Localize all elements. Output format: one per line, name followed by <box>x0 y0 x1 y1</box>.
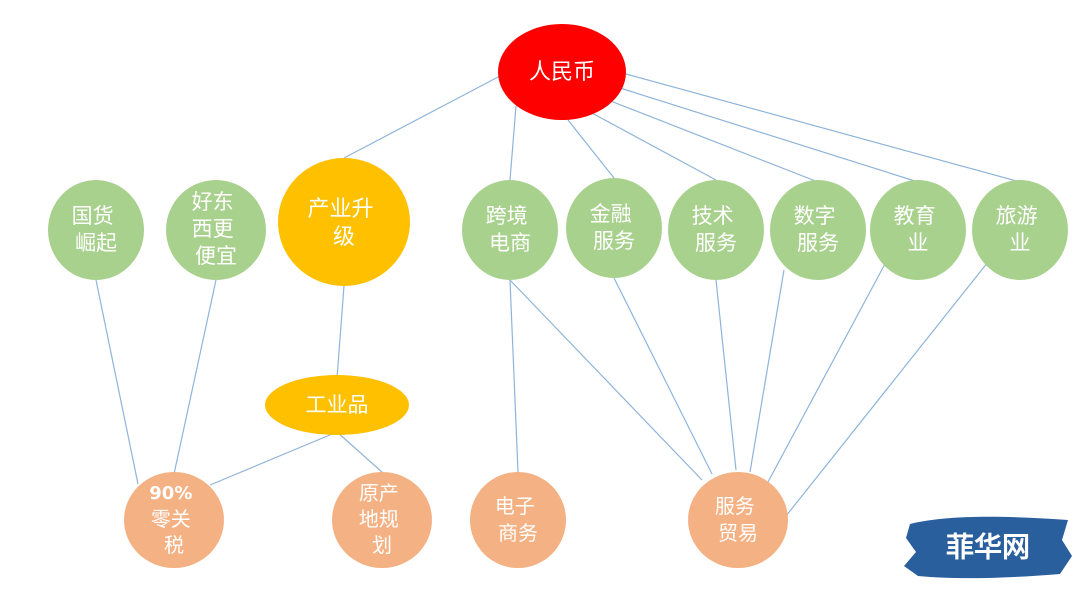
node-jinrong-fuwu-shape <box>566 178 662 278</box>
node-lvyou-ye-shape <box>972 180 1068 280</box>
node-renminbi-label: 人民币 <box>529 60 595 85</box>
node-guohuo-jueqi-label: 国货 崛起 <box>72 204 121 255</box>
node-guohuo-jueqi-shape <box>48 180 144 280</box>
node-shuzi-fuwu-shape <box>770 180 866 280</box>
node-renminbi-shape <box>498 24 626 120</box>
node-jinrong-fuwu-label: 金融 服务 <box>590 202 639 253</box>
edge-rmb-lvyou <box>625 73 1021 183</box>
site-watermark-logo: 菲华网 <box>904 516 1072 579</box>
edge-shuzi-fuwu <box>749 269 785 473</box>
node-kuajing-dianshang-label: 跨境 电商 <box>486 204 535 255</box>
node-gongyepin-label: 工业品 <box>306 393 369 417</box>
node-lingguanshui: 90% 零关 税 <box>124 472 224 568</box>
edge-rmb-jiaoyu <box>619 87 919 183</box>
edge-haodongxi-lingguanshui <box>173 279 217 475</box>
diagram-edges <box>95 73 1021 517</box>
node-yuanchandi-guihua: 原产 地规 划 <box>332 472 432 568</box>
diagram-nodes: 人民币 国货 崛起 好东 西更 便宜 产业升 级 <box>48 24 1068 568</box>
node-fuwu-maoyi-label: 服务 贸易 <box>715 494 761 545</box>
node-chanye-shengji-shape <box>278 158 410 286</box>
node-dianzi-shangwu-label: 电子 商务 <box>495 494 541 545</box>
node-dianzi-shangwu: 电子 商务 <box>470 472 566 568</box>
edge-lvyou-fuwu <box>785 261 989 517</box>
edge-kuajing-dianzi <box>509 279 519 473</box>
node-jishu-fuwu: 技术 服务 <box>668 180 764 280</box>
node-jiaoyu-ye-shape <box>870 180 966 280</box>
node-haodongxi-label: 好东 西更 便宜 <box>192 190 241 268</box>
node-yuanchandi-guihua-label: 原产 地规 划 <box>359 481 405 557</box>
edge-rmb-jinrong <box>567 119 615 179</box>
node-jinrong-fuwu: 金融 服务 <box>566 178 662 278</box>
node-jishu-fuwu-label: 技术 服务 <box>692 204 741 255</box>
node-renminbi: 人民币 <box>498 24 626 120</box>
node-chanye-shengji: 产业升 级 <box>278 158 410 286</box>
edge-kuajing-fuwu <box>509 279 703 481</box>
node-guohuo-jueqi: 国货 崛起 <box>48 180 144 280</box>
node-lingguanshui-label: 90% 零关 税 <box>149 481 198 557</box>
node-gongyepin-shape <box>265 375 409 435</box>
node-fuwu-maoyi: 服务 贸易 <box>688 472 788 568</box>
edge-rmb-jishu <box>589 111 717 181</box>
edge-chanye-gongye <box>336 285 345 379</box>
node-yuanchandi-guihua-shape <box>332 472 432 568</box>
edge-jishu-fuwu <box>715 279 737 471</box>
node-jiaoyu-ye: 教育 业 <box>870 180 966 280</box>
edge-rmb-chanye <box>343 75 501 159</box>
node-lvyou-ye-label: 旅游 业 <box>996 204 1045 255</box>
node-jiaoyu-ye-label: 教育 业 <box>894 204 943 255</box>
edge-jiaoyu-fuwu <box>767 261 887 483</box>
node-kuajing-dianshang: 跨境 电商 <box>462 180 558 280</box>
node-haodongxi-shape <box>166 180 266 280</box>
node-haodongxi: 好东 西更 便宜 <box>166 180 266 280</box>
edge-guohuo-lingguanshui <box>95 279 139 485</box>
node-lvyou-ye: 旅游 业 <box>972 180 1068 280</box>
node-kuajing-dianshang-shape <box>462 180 558 280</box>
edge-gongye-lingguanshui <box>209 431 338 486</box>
node-lingguanshui-shape <box>124 472 224 568</box>
node-gongyepin: 工业品 <box>265 375 409 435</box>
edge-rmb-shuzi <box>607 99 819 183</box>
edge-jinrong-fuwu <box>613 277 713 475</box>
node-chanye-shengji-label: 产业升 级 <box>307 197 380 250</box>
node-shuzi-fuwu: 数字 服务 <box>770 180 866 280</box>
node-jishu-fuwu-shape <box>668 180 764 280</box>
watermark-text: 菲华网 <box>946 531 1030 564</box>
watermark-brush-banner <box>904 516 1072 579</box>
node-dianzi-shangwu-shape <box>470 472 566 568</box>
node-fuwu-maoyi-shape <box>688 472 788 568</box>
edge-gongye-yuanchan <box>336 431 383 473</box>
edge-rmb-kuajing <box>509 105 517 181</box>
node-shuzi-fuwu-label: 数字 服务 <box>794 204 843 255</box>
